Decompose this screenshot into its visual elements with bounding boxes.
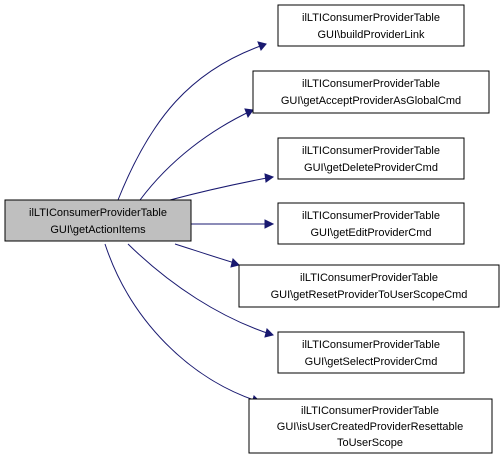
edge-to-get-reset-provider-to-user-scope-cmd <box>174 243 239 265</box>
target-node-label-line1: ilLTIConsumerProviderTable <box>302 145 440 157</box>
target-node-build-provider-link[interactable]: ilLTIConsumerProviderTable GUI\buildProv… <box>277 4 465 47</box>
target-node-get-delete-provider-cmd[interactable]: ilLTIConsumerProviderTable GUI\getDelete… <box>277 137 465 180</box>
target-node-box <box>277 4 465 47</box>
target-node-label-line1: ilLTIConsumerProviderTable <box>302 210 440 222</box>
target-node-get-edit-provider-cmd[interactable]: ilLTIConsumerProviderTable GUI\getEditPr… <box>277 202 465 245</box>
edges <box>104 41 275 405</box>
target-node-get-reset-provider-to-user-scope-cmd[interactable]: ilLTIConsumerProviderTable GUI\getResetP… <box>238 264 500 308</box>
target-node-label-line2: GUI\getEditProviderCmd <box>310 227 431 239</box>
target-node-box <box>248 398 493 454</box>
source-node-label-line2: GUI\getActionItems <box>50 224 146 236</box>
target-node-label-line1: ilLTIConsumerProviderTable <box>300 272 438 284</box>
edge-arrowhead <box>264 328 274 338</box>
edge-arrowhead <box>264 219 275 229</box>
edge-to-get-delete-provider-cmd <box>169 176 273 201</box>
target-node-label-line2: GUI\getDeleteProviderCmd <box>304 162 438 174</box>
target-node-box <box>277 137 465 180</box>
source-node[interactable]: ilLTIConsumerProviderTable GUI\getAction… <box>4 199 192 242</box>
target-node-label-line2: GUI\isUserCreatedProviderResettable <box>277 421 463 433</box>
target-node-label-line2: GUI\getAcceptProviderAsGlobalCmd <box>281 95 461 107</box>
source-node-box <box>4 199 192 242</box>
edge-arrowhead <box>257 41 267 51</box>
target-node-label-line2: GUI\getSelectProviderCmd <box>305 356 438 368</box>
target-node-get-select-provider-cmd[interactable]: ilLTIConsumerProviderTable GUI\getSelect… <box>277 331 465 374</box>
target-node-box <box>238 264 500 308</box>
edge-arrowhead <box>264 173 275 183</box>
source-node-label-line1: ilLTIConsumerProviderTable <box>29 207 167 219</box>
target-node-label-line3: ToUserScope <box>337 437 403 449</box>
target-node-label-line2: GUI\getResetProviderToUserScopeCmd <box>271 289 468 301</box>
target-node-label-line2: GUI\buildProviderLink <box>318 29 425 41</box>
target-node-is-user-created-provider-resettable-to-user-scope[interactable]: ilLTIConsumerProviderTable GUI\isUserCre… <box>248 398 493 454</box>
target-node-label-line1: ilLTIConsumerProviderTable <box>302 12 440 24</box>
edge-arrowhead <box>244 108 254 119</box>
edge-to-build-provider-link <box>117 43 267 201</box>
target-node-box <box>252 70 490 114</box>
edge-arrowhead <box>230 258 240 268</box>
edge-to-get-accept-provider-as-global-cmd <box>139 109 254 201</box>
edge-to-get-select-provider-cmd <box>127 243 274 336</box>
target-node-label-line1: ilLTIConsumerProviderTable <box>302 78 440 90</box>
target-node-box <box>277 202 465 245</box>
edge-to-is-user-created-provider-resettable-to-user-scope <box>104 243 261 403</box>
target-node-label-line1: ilLTIConsumerProviderTable <box>302 339 440 351</box>
target-node-box <box>277 331 465 374</box>
target-node-get-accept-provider-as-global-cmd[interactable]: ilLTIConsumerProviderTable GUI\getAccept… <box>252 70 490 114</box>
target-node-label-line1: ilLTIConsumerProviderTable <box>301 405 439 417</box>
